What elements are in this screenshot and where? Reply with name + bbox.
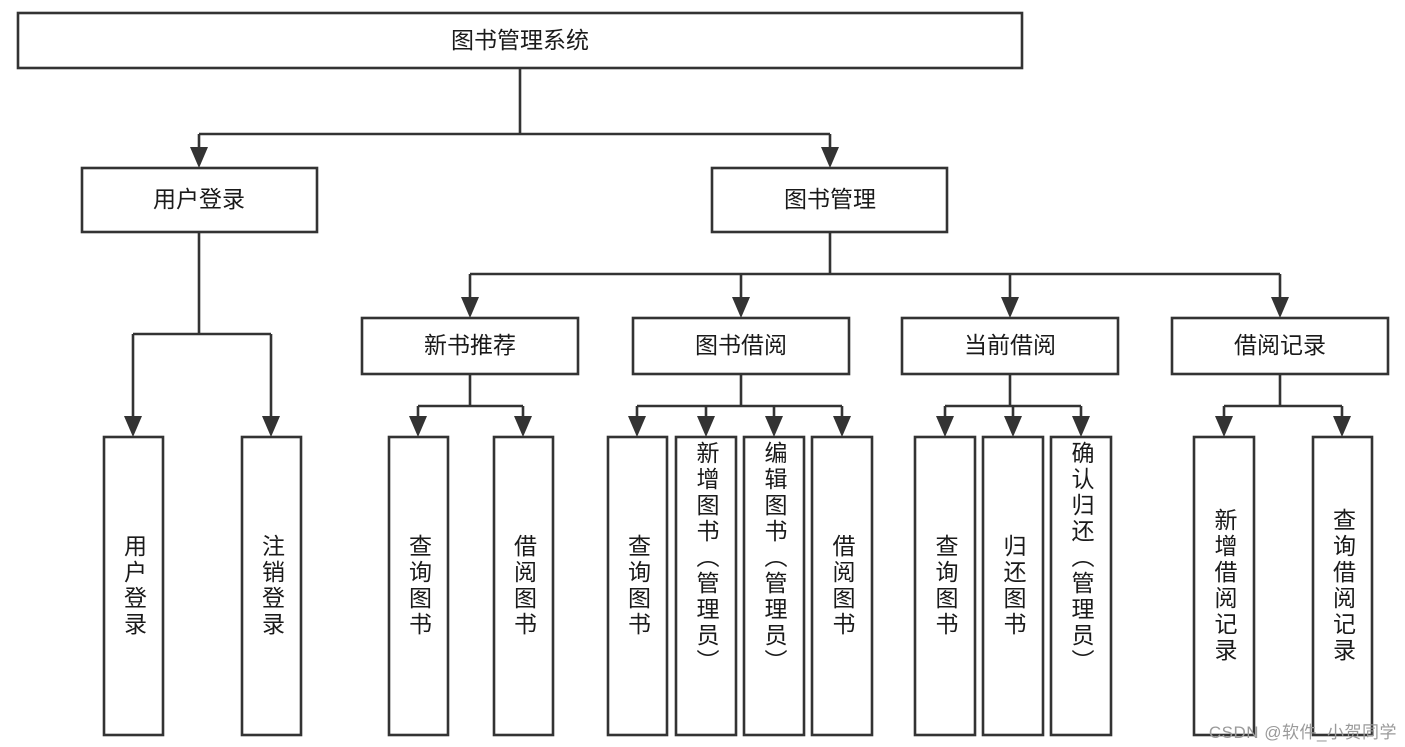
node-book-borrow[interactable]: 图书借阅 bbox=[631, 316, 851, 376]
node-user-login-label: 用户登录 bbox=[153, 186, 245, 212]
arrow-to-leaf bbox=[1072, 416, 1090, 437]
arrow-to-leaf bbox=[833, 416, 851, 437]
node-current-borrow-label: 当前借阅 bbox=[964, 332, 1056, 358]
arrow-to-leaf bbox=[514, 416, 532, 437]
leaf-box-logout[interactable] bbox=[240, 435, 303, 737]
node-borrow-record-label: 借阅记录 bbox=[1234, 332, 1326, 358]
arrow-to-borrow-record bbox=[1271, 297, 1289, 318]
node-root-system[interactable]: 图书管理系统 bbox=[16, 11, 1024, 70]
arrow-to-current-borrow bbox=[1001, 297, 1019, 318]
connector-book-manage-to-level3 bbox=[461, 232, 1289, 318]
connector-borrow-record-to-leaves bbox=[1215, 374, 1351, 437]
arrow-to-leaf bbox=[765, 416, 783, 437]
leaf-box-query-book-nb[interactable] bbox=[387, 435, 450, 737]
leaf-box-user-login[interactable] bbox=[102, 435, 165, 737]
connector-root-to-level2 bbox=[190, 68, 839, 168]
arrow-to-leaf bbox=[409, 416, 427, 437]
arrow-to-leaf bbox=[124, 416, 142, 437]
leaf-box-edit-book[interactable] bbox=[742, 435, 806, 737]
leaf-box-add-record[interactable] bbox=[1192, 435, 1256, 737]
node-new-book-recommend[interactable]: 新书推荐 bbox=[360, 316, 580, 376]
connector-new-book-to-leaves bbox=[409, 374, 532, 437]
connector-book-borrow-to-leaves bbox=[628, 374, 851, 437]
arrow-to-book-borrow bbox=[732, 297, 750, 318]
arrow-to-leaf bbox=[1215, 416, 1233, 437]
connector-current-borrow-to-leaves bbox=[936, 374, 1090, 437]
leaf-box-borrow-book-nb[interactable] bbox=[492, 435, 555, 737]
leaf-box-return-book[interactable] bbox=[981, 435, 1045, 737]
arrow-to-leaf bbox=[697, 416, 715, 437]
arrow-to-leaf bbox=[628, 416, 646, 437]
arrow-to-leaf bbox=[262, 416, 280, 437]
leaf-box-borrow-book-bb[interactable] bbox=[810, 435, 874, 737]
node-book-manage-label: 图书管理 bbox=[784, 186, 876, 212]
node-new-book-recommend-label: 新书推荐 bbox=[424, 332, 516, 358]
arrow-to-new-book bbox=[461, 297, 479, 318]
node-current-borrow[interactable]: 当前借阅 bbox=[900, 316, 1120, 376]
leaf-box-confirm-return[interactable] bbox=[1049, 435, 1113, 737]
arrow-to-leaf bbox=[1004, 416, 1022, 437]
arrow-to-leaf bbox=[1333, 416, 1351, 437]
node-borrow-record[interactable]: 借阅记录 bbox=[1170, 316, 1390, 376]
connector-user-login-to-leaves bbox=[124, 232, 280, 437]
node-book-borrow-label: 图书借阅 bbox=[695, 332, 787, 358]
arrow-to-user-login bbox=[190, 147, 208, 168]
node-root-system-label: 图书管理系统 bbox=[451, 27, 589, 53]
node-book-manage[interactable]: 图书管理 bbox=[710, 166, 949, 234]
leaf-box-query-book-bb[interactable] bbox=[606, 435, 669, 737]
arrow-to-leaf bbox=[936, 416, 954, 437]
arrow-to-book-manage bbox=[821, 147, 839, 168]
node-user-login[interactable]: 用户登录 bbox=[80, 166, 319, 234]
leaf-box-add-book[interactable] bbox=[674, 435, 738, 737]
leaf-box-query-record[interactable] bbox=[1311, 435, 1374, 737]
leaf-box-query-book-cb[interactable] bbox=[913, 435, 977, 737]
